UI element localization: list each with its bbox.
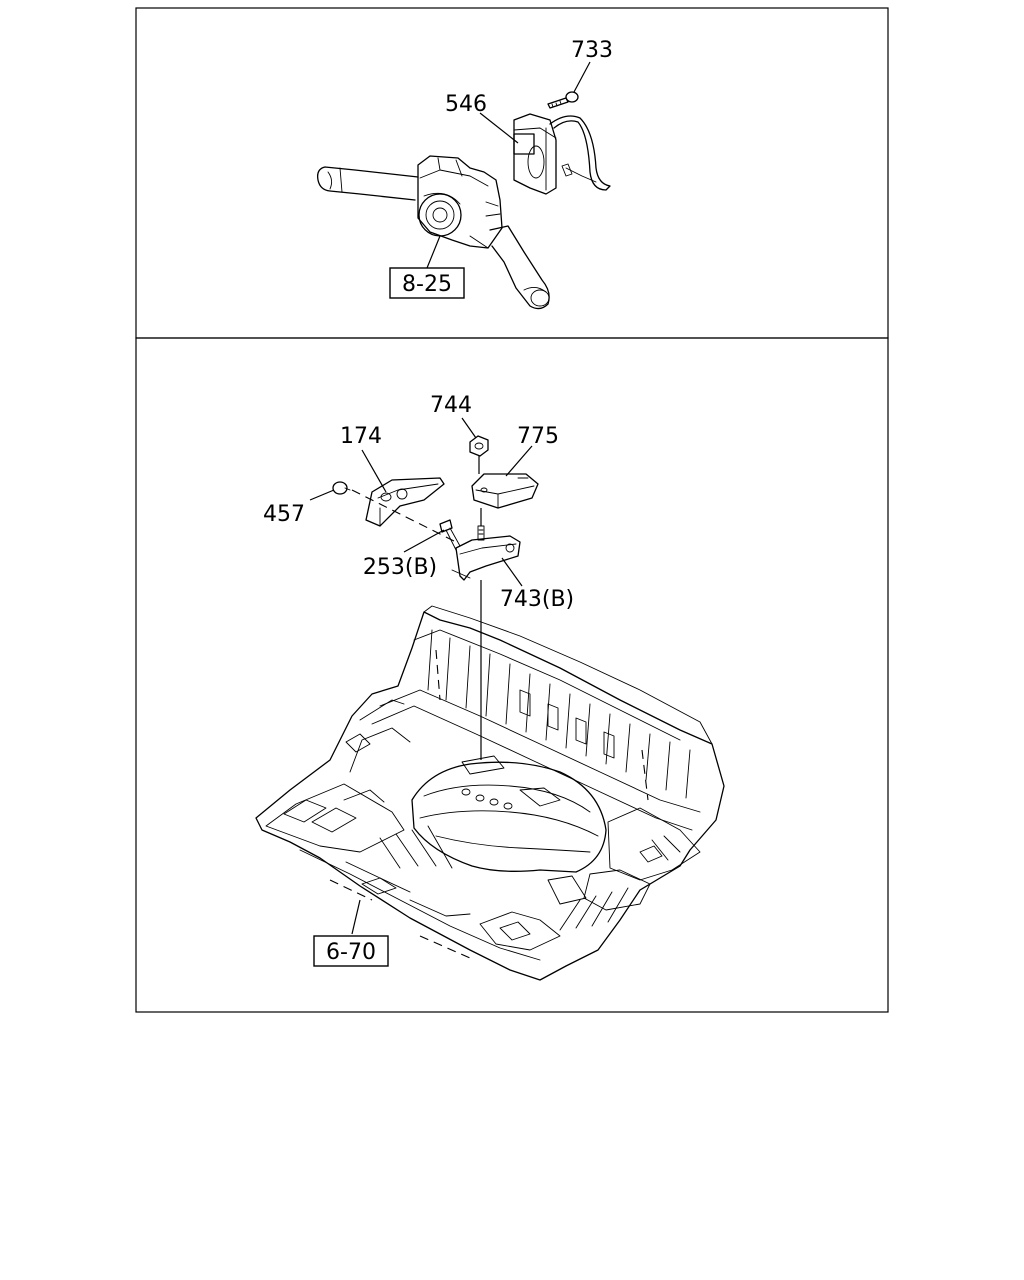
stud — [477, 525, 485, 541]
bolt-733 — [547, 91, 579, 109]
bottom-panel-frame — [135, 337, 889, 1013]
ref-6-70: 6-70 — [326, 940, 376, 965]
leader-733 — [573, 61, 591, 93]
leader-174 — [361, 449, 387, 493]
leader-744 — [461, 417, 477, 439]
ref-box-8-25 — [389, 267, 465, 299]
leader-743b — [501, 557, 523, 587]
callout-775: 775 — [517, 424, 559, 449]
sensor-775 — [471, 473, 539, 509]
dashed-line-bolt — [351, 489, 457, 543]
leader-457 — [309, 489, 335, 501]
steering-angle-sensor — [513, 113, 611, 195]
nut-744 — [469, 435, 489, 457]
bracket-743b — [451, 535, 521, 581]
bolt-253b — [439, 519, 461, 551]
callout-733: 733 — [571, 38, 613, 63]
floor-panel — [255, 605, 725, 981]
ref-8-25: 8-25 — [402, 272, 452, 297]
callout-743b: 743(B) — [500, 587, 574, 612]
ref-box-6-70 — [313, 935, 389, 967]
bracket-174 — [365, 477, 445, 527]
leader-253b — [403, 529, 445, 553]
leader-775 — [505, 445, 533, 477]
leader-8-25 — [426, 235, 441, 269]
bolt-457 — [332, 481, 351, 495]
callout-253b: 253(B) — [363, 555, 437, 580]
callout-174: 174 — [340, 424, 382, 449]
leader-6-70 — [351, 899, 361, 935]
callout-457: 457 — [263, 502, 305, 527]
top-panel-frame — [135, 7, 889, 339]
leader-546 — [479, 112, 519, 144]
callout-546: 546 — [445, 92, 487, 117]
callout-744: 744 — [430, 393, 472, 418]
